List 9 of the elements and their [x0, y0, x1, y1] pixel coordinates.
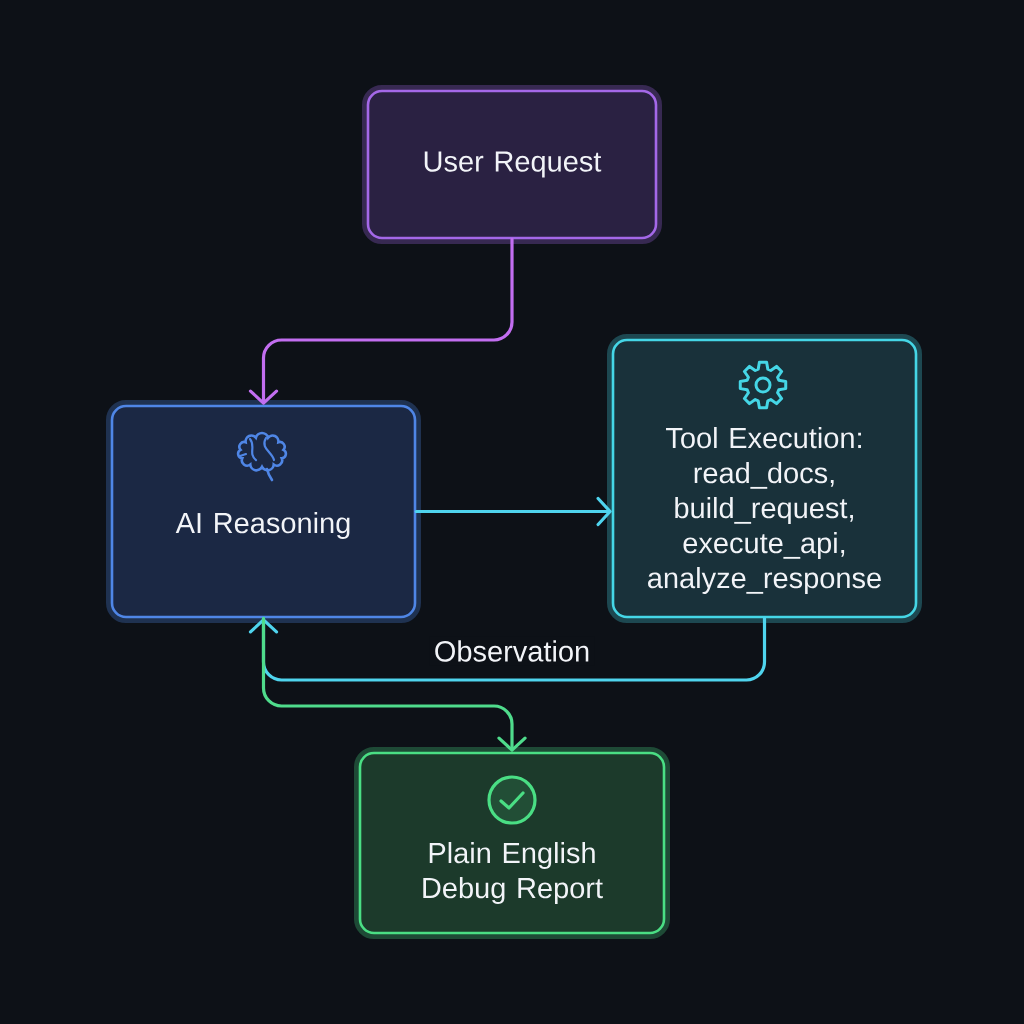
- arrow: [261, 616, 527, 752]
- edge-label: Observation: [429, 636, 595, 666]
- process-box: Plain English Debug Report: [354, 747, 670, 939]
- process-box: AI Reasoning: [106, 400, 421, 623]
- arrow: [248, 616, 767, 682]
- arrow: [248, 237, 514, 405]
- arrow: [414, 496, 612, 527]
- process-box: Tool Execution: read_docs, build_request, execute_api, analyze_response: [607, 334, 922, 623]
- process-box: User Request: [362, 85, 662, 244]
